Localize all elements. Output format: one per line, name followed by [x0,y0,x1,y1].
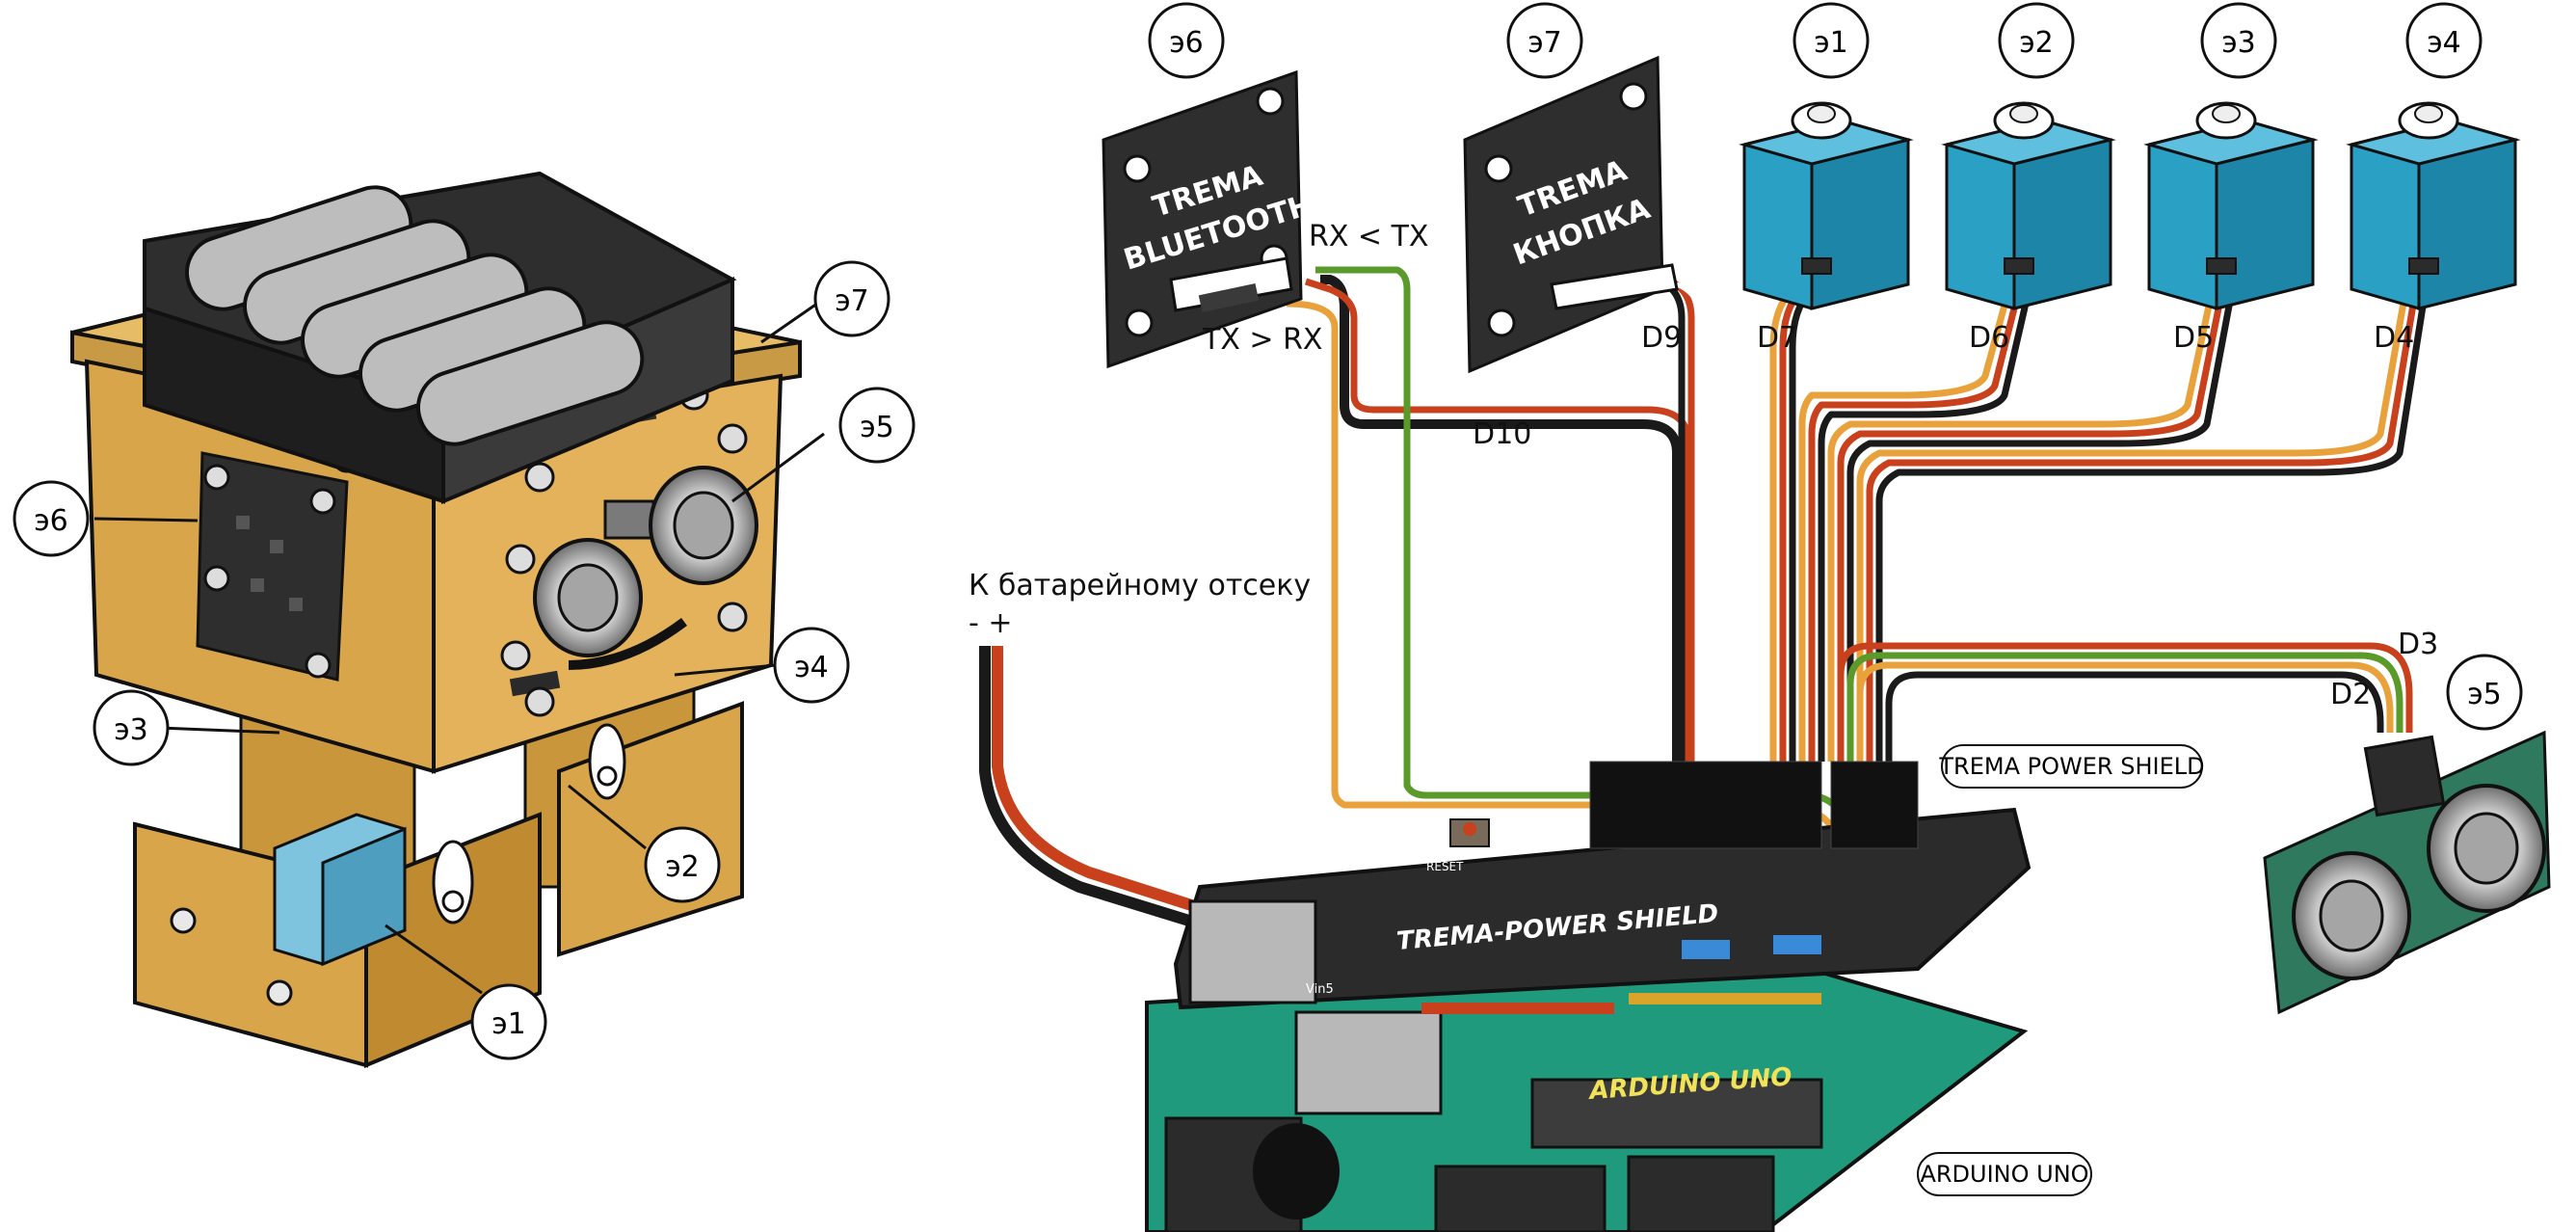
callout-e3-left: э3 [93,689,170,766]
callout-label: э7 [1527,26,1562,60]
callout-label: э3 [114,713,148,747]
label-d4: D4 [2374,321,2414,355]
callout-label: э1 [1814,26,1848,60]
servo-e3 [2143,101,2319,310]
callout-label: э1 [491,1007,526,1041]
label-d10: D10 [1473,417,1531,451]
power-shield-board: RESET TREMA-POWER SHIELD Vin5 [1173,761,2032,1014]
label-d7: D7 [1757,321,1797,355]
callout-e4-right: э4 [2405,2,2483,79]
robot-callout-leaders [93,297,825,995]
bluetooth-module: TREMA BLUETOOTH [1102,69,1316,369]
callout-label: э5 [2467,678,2502,711]
robot-legs [133,663,744,1068]
callout-e6-right: э6 [1148,2,1225,79]
callout-e4-left: э4 [773,627,850,704]
battery-polarity: - + [969,606,1013,640]
battery-label: К батарейному отсеку [969,569,1311,603]
ultrasonic-sensor [2263,730,2551,1015]
callout-label: э4 [2427,26,2461,60]
callout-label: э4 [794,651,829,684]
callout-label: э3 [2221,26,2256,60]
battery-wire-black [979,646,1207,931]
callout-label: э2 [665,850,700,884]
servo-e2 [1941,101,2116,310]
robot-assembly [70,171,825,1068]
callout-label: э2 [2019,26,2054,60]
callout-e2-right: э2 [1998,2,2075,79]
callout-label: э5 [860,411,894,444]
label-d3: D3 [2398,628,2438,661]
callout-e6-left: э6 [13,480,90,557]
battery-wire-red [992,646,1211,917]
label-tx-rx: TX > RX [1202,323,1322,357]
power-shield-tag-text: TREMA POWER SHIELD [1938,753,2204,780]
robot-battery-box [143,171,737,504]
label-d9: D9 [1641,321,1682,355]
servo-e1 [1739,101,1914,310]
shield-vin-label: Vin5 [1306,982,1334,997]
button-module: TREMA КНОПКА [1463,55,1679,374]
callout-e7-right: э7 [1506,2,1583,79]
callout-e5-right: э5 [2446,654,2523,731]
power-shield-tag: TREMA POWER SHIELD [1938,744,2205,789]
callout-label: э6 [34,504,68,538]
callout-e2-left: э2 [644,826,721,903]
arduino-uno-board: ARDUINO UNO [1145,961,2029,1232]
label-rx-tx: RX < TX [1309,220,1428,254]
label-d5: D5 [2173,321,2214,355]
callout-e7-left: э7 [813,260,890,337]
shield-reset-label: RESET [1426,860,1464,873]
callout-e3-right: э3 [2200,2,2277,79]
callout-e1-left: э1 [470,983,547,1060]
label-d6: D6 [1969,321,2009,355]
callout-e1-right: э1 [1793,2,1870,79]
arduino-uno-tag: ARDUINO UNO [1917,1152,2092,1196]
callout-label: э6 [1169,26,1204,60]
label-d2: D2 [2330,678,2371,711]
robot-ultrasonic-sensor [533,466,758,670]
arduino-uno-tag-text: ARDUINO UNO [1920,1161,2088,1188]
callout-e5-left: э5 [838,387,916,464]
robot-bluetooth-module [196,451,349,682]
callout-label: э7 [835,284,869,318]
servo-e4 [2346,101,2521,310]
